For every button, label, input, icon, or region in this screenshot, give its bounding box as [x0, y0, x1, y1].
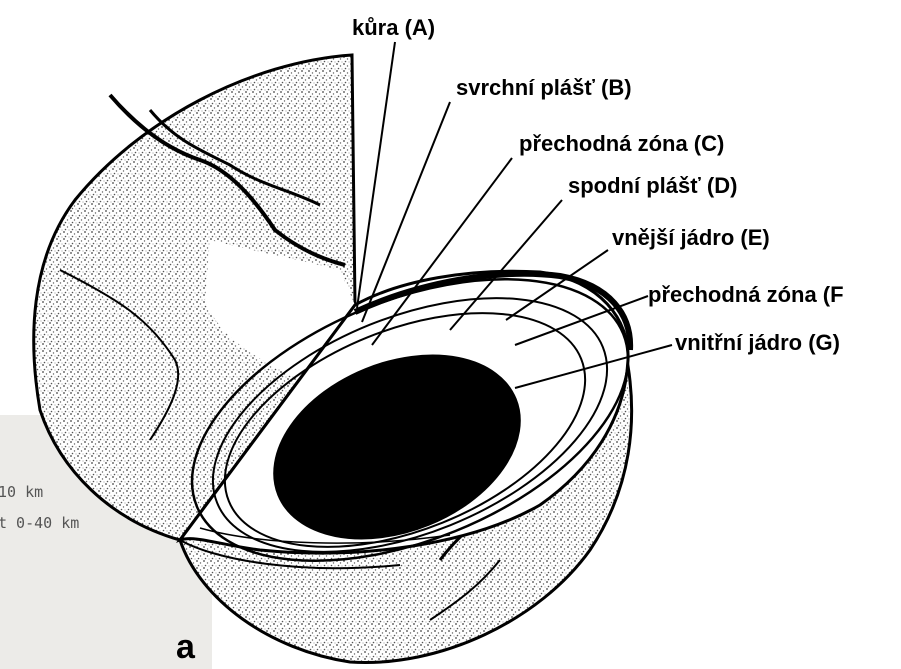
label-inner-core: vnitřní jádro (G): [675, 330, 840, 355]
label-transition-zone-c: přechodná zóna (C): [519, 131, 724, 156]
label-outer-core: vnější jádro (E): [612, 225, 770, 250]
inset-line-2: t 0-40 km: [0, 514, 79, 532]
label-crust: kůra (A): [352, 15, 435, 40]
leader-line-a: [357, 42, 395, 308]
label-lower-mantle: spodní plášť (D): [568, 173, 737, 198]
inset-line-1: 10 km: [0, 483, 43, 501]
label-upper-mantle: svrchní plášť (B): [456, 75, 632, 100]
label-transition-zone-f: přechodná zóna (F: [648, 282, 844, 307]
panel-letter: a: [176, 628, 196, 666]
